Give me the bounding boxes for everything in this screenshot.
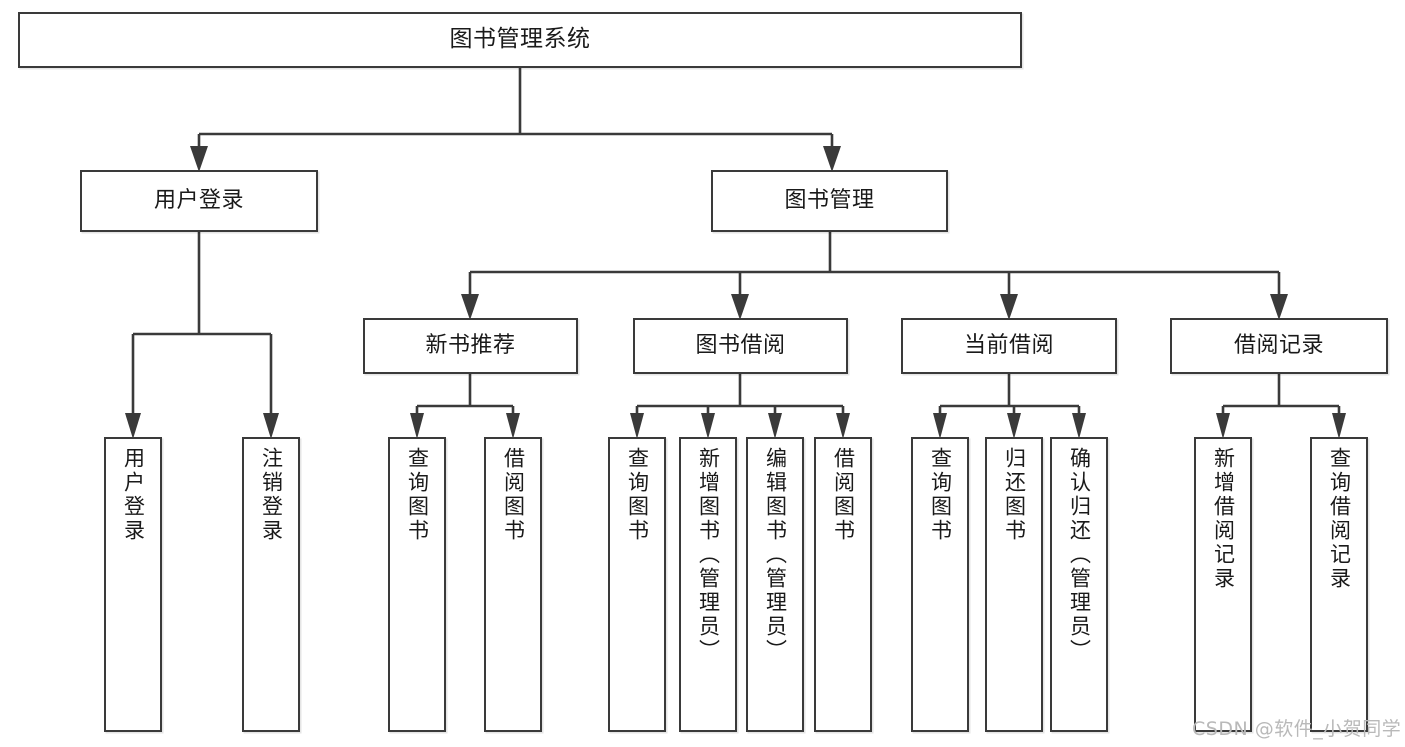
arrow-book-mgmt [823, 146, 841, 172]
arrow-leaf-logout [263, 413, 279, 439]
arrow-newbook [461, 294, 479, 320]
node-label: 查询借阅记录 [1327, 447, 1352, 591]
node-borrow-record[interactable]: 借阅记录 [1170, 318, 1388, 374]
node-book-borrow[interactable]: 图书借阅 [633, 318, 848, 374]
arrow-record [1270, 294, 1288, 320]
node-label: 查询图书 [405, 447, 430, 543]
node-label: 查询图书 [625, 447, 650, 543]
leaf-add-borrow-record[interactable]: 新增借阅记录 [1194, 437, 1252, 732]
arrow-record-c2 [1332, 413, 1346, 439]
node-book-management[interactable]: 图书管理 [711, 170, 948, 232]
arrow-user-login [190, 146, 208, 172]
node-label: 编辑图书（管理员） [763, 447, 788, 663]
node-label: 注销登录 [259, 447, 284, 543]
arrow-borrow [731, 294, 749, 320]
node-current-borrow[interactable]: 当前借阅 [901, 318, 1117, 374]
leaf-query-book-borrow[interactable]: 查询图书 [608, 437, 666, 732]
leaf-add-book-admin[interactable]: 新增图书（管理员） [679, 437, 737, 732]
node-label: 新书推荐 [425, 333, 516, 359]
leaf-edit-book-admin[interactable]: 编辑图书（管理员） [746, 437, 804, 732]
node-label: 新增借阅记录 [1211, 447, 1236, 591]
node-label: 用户登录 [153, 188, 244, 214]
node-label: 归还图书 [1002, 447, 1027, 543]
node-label: 当前借阅 [963, 333, 1054, 359]
node-label: 图书借阅 [695, 333, 786, 359]
node-label: 借阅记录 [1233, 333, 1324, 359]
leaf-borrow-book[interactable]: 借阅图书 [814, 437, 872, 732]
arrow-borrow-c4 [836, 413, 850, 439]
arrow-record-c1 [1216, 413, 1230, 439]
arrow-borrow-c3 [768, 413, 782, 439]
leaf-logout[interactable]: 注销登录 [242, 437, 300, 732]
leaf-query-book-newbook[interactable]: 查询图书 [388, 437, 446, 732]
arrow-borrow-c2 [701, 413, 715, 439]
node-label: 新增图书（管理员） [696, 447, 721, 663]
node-new-book-recommend[interactable]: 新书推荐 [363, 318, 578, 374]
leaf-borrow-book-newbook[interactable]: 借阅图书 [484, 437, 542, 732]
node-user-login[interactable]: 用户登录 [80, 170, 318, 232]
arrow-borrow-c1 [630, 413, 644, 439]
arrow-current-c2 [1007, 413, 1021, 439]
leaf-return-book[interactable]: 归还图书 [985, 437, 1043, 732]
leaf-query-borrow-record[interactable]: 查询借阅记录 [1310, 437, 1368, 732]
arrow-newbook-c2 [506, 413, 520, 439]
arrow-current [1000, 294, 1018, 320]
node-label: 借阅图书 [501, 447, 526, 543]
node-label: 图书管理系统 [449, 26, 591, 53]
node-label: 查询图书 [928, 447, 953, 543]
arrow-current-c1 [933, 413, 947, 439]
leaf-confirm-return-admin[interactable]: 确认归还（管理员） [1050, 437, 1108, 732]
node-label: 用户登录 [121, 447, 146, 543]
node-label: 借阅图书 [831, 447, 856, 543]
node-label: 确认归还（管理员） [1067, 447, 1092, 663]
leaf-query-book-current[interactable]: 查询图书 [911, 437, 969, 732]
watermark-text: CSDN @软件_小贺同学 [1192, 718, 1402, 740]
arrow-current-c3 [1072, 413, 1086, 439]
node-root[interactable]: 图书管理系统 [18, 12, 1022, 68]
leaf-user-login[interactable]: 用户登录 [104, 437, 162, 732]
arrow-newbook-c1 [410, 413, 424, 439]
node-label: 图书管理 [784, 188, 875, 214]
arrow-leaf-user-login [125, 413, 141, 439]
